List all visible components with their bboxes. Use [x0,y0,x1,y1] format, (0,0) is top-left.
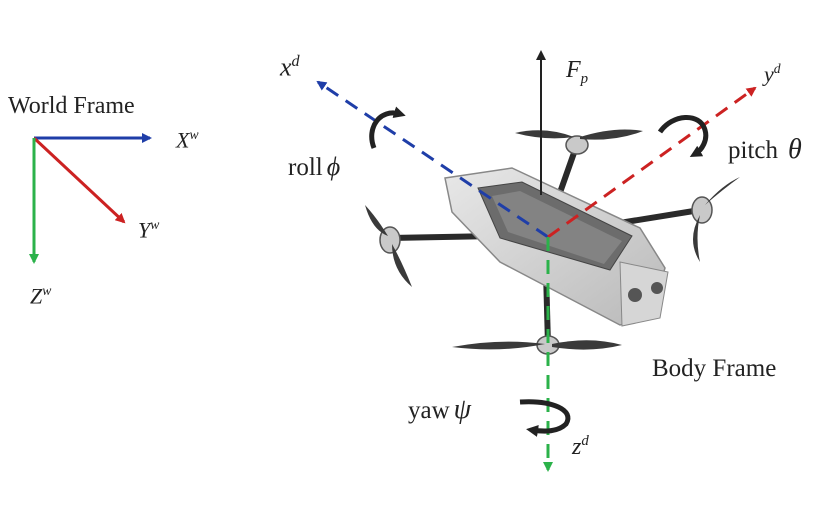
body-z-label: zd [572,434,589,459]
thrust-label-sub: p [580,70,589,87]
world-z-label: Zw [30,284,51,307]
world-x-label: Xw [176,128,199,151]
world-y-label: Yw [138,218,159,241]
pitch-rotation-arrow [657,115,709,157]
roll-symbol: ϕ [326,152,341,181]
yaw-word: yaw [408,397,450,424]
world-axes [29,133,152,264]
thrust-label: Fp [566,58,588,87]
roll-label: roll ϕ [288,152,341,181]
drone-illustration [365,129,740,355]
body-z-label-sup: d [581,433,589,449]
body-x-label: xd [280,52,300,82]
body-z-label-base: z [572,434,582,460]
body-frame-title: Body Frame [652,355,777,382]
pitch-word: pitch [728,137,778,164]
body-x-axis [316,80,549,239]
roll-rotation-arrow [369,106,406,149]
yaw-rotation-arrow [519,399,571,437]
world-y-axis [32,136,126,224]
yaw-label: yaw ψ [408,396,471,424]
body-x-label-sup: d [291,53,300,70]
body-x-label-base: x [280,52,292,82]
world-x-label-sup: w [189,127,199,142]
world-y-label-base: Y [138,217,151,243]
body-y-axis [547,86,757,239]
world-x-label-base: X [176,127,190,153]
world-frame-title: World Frame [8,93,135,119]
world-z-label-base: Z [30,283,43,309]
yaw-symbol: ψ [453,394,472,425]
pitch-label: pitch θ [728,136,802,164]
world-y-label-sup: w [150,217,160,232]
world-z-label-sup: w [42,283,52,298]
body-y-label-base: y [764,61,774,87]
body-y-label-sup: d [773,61,781,76]
rotation-arrows [369,106,709,437]
roll-word: roll [288,154,323,181]
body-y-label: yd [764,62,781,85]
thrust-label-base: F [566,57,581,83]
pitch-symbol: θ [788,134,802,165]
